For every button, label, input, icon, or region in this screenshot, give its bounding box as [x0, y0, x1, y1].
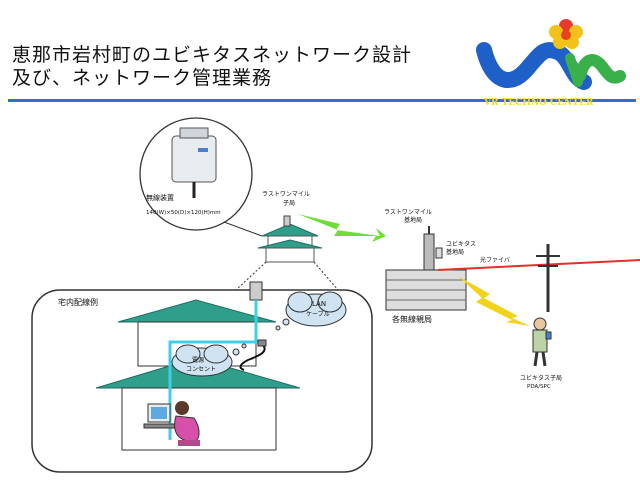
ubiquitous-base-label-2: 基地局: [446, 248, 464, 256]
wireless-link-yellow: [458, 276, 530, 326]
base-station-tower: [423, 226, 443, 271]
ubiquitous-base-label-1: ユビキタス: [446, 240, 476, 248]
logo-brand-text: VR TECHNO CENTER: [484, 98, 594, 108]
home-wiring-label: 宅内配線例: [58, 297, 98, 307]
rooftop-device-icon: [249, 281, 263, 301]
last-mile-base-label-1: ラストワンマイル: [384, 209, 432, 216]
pda-label: PDA/SPC: [527, 384, 551, 390]
computer-user-icon: [143, 401, 200, 446]
radio-office-building: [385, 269, 467, 311]
last-mile-base-label-2: 基地局: [404, 216, 422, 224]
title-line-1: 恵那市岩村町のユビキタスネットワーク設計: [12, 44, 413, 66]
lan-label-2: ケーブル: [306, 310, 330, 318]
power-label-1: 電源: [192, 356, 204, 364]
last-mile-slave-house: [257, 215, 323, 263]
office-label: 各無線親局: [392, 314, 432, 324]
wireless-device-icon: [171, 127, 217, 198]
ubiquitous-slave-label: ユビキタス子局: [520, 374, 562, 382]
wireless-link-green: [298, 214, 386, 242]
title-line-2: 及び、ネットワーク管理業務: [12, 67, 273, 89]
utility-pole-icon: [536, 244, 560, 312]
lan-cable: [168, 300, 258, 440]
lan-label-1: LAN: [312, 300, 326, 308]
vr-logo-icon: [476, 19, 626, 90]
last-mile-slave-label-2: 子局: [283, 200, 295, 207]
callout-label: 無線装置: [146, 193, 174, 202]
flower-icon: [549, 19, 583, 49]
lan-cable-cloud: [275, 291, 347, 331]
slide-title: 恵那市岩村町のユビキタスネットワーク設計 及び、ネットワーク管理業務: [12, 44, 472, 90]
callout-dims: 140(W)×50(D)×120(H)mm: [146, 210, 221, 216]
power-cable: [239, 343, 266, 371]
last-mile-slave-label-1: ラストワンマイル: [262, 191, 310, 198]
title-divider: [8, 99, 636, 102]
fiber-label: 光ファイバ: [480, 256, 510, 264]
pda-user-icon: [532, 317, 552, 367]
power-label-2: コンセント: [186, 366, 216, 373]
power-outlet-cloud: [171, 343, 247, 377]
